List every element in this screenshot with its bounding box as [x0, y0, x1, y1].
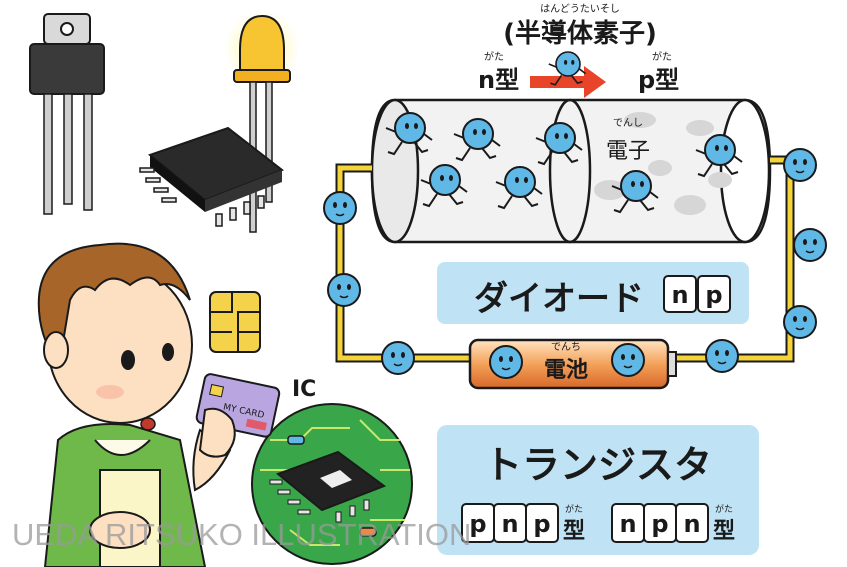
boy-character-icon: MY CARD [37, 242, 281, 567]
diode-title: ダイオード [474, 279, 644, 319]
p-type-label: p型 [638, 66, 679, 94]
svg-text:n: n [683, 510, 700, 538]
electron-reading: でんし [613, 117, 643, 129]
battery-label: 電池 [544, 358, 588, 383]
ic-board-icon [251, 403, 413, 565]
transistor-title: トランジスタ [484, 443, 712, 487]
electron-label: 電子 [606, 139, 650, 164]
svg-text:n: n [501, 510, 518, 538]
battery-icon: でんち 電池 [468, 338, 677, 390]
svg-text:n: n [619, 510, 636, 538]
title-block: はんどうたいそし (半導体素子) [503, 3, 657, 49]
page-title: (半導体素子) [503, 18, 657, 49]
svg-text:p: p [533, 510, 550, 538]
svg-text:p: p [469, 510, 486, 538]
diode-letter-n: n [663, 275, 697, 313]
npn-reading: がた [715, 503, 733, 515]
transistor-component-icon [29, 13, 105, 215]
pnp-group: p n p がた 型 [461, 503, 585, 544]
n-type-reading: がた [484, 50, 504, 63]
chip-icon [139, 126, 285, 227]
battery-reading: でんち [551, 341, 581, 353]
diode-letter-p: p [697, 275, 731, 313]
semiconductor-diagram [370, 98, 772, 244]
n-type-label: n型 [478, 66, 519, 94]
svg-text:p: p [705, 281, 722, 309]
p-type-reading: がた [652, 50, 672, 63]
transistor-panel: トランジスタ p n p がた 型 n p n がた 型 [437, 425, 759, 555]
svg-text:n: n [671, 281, 688, 309]
pnp-reading: がた [565, 503, 583, 515]
sim-chip-icon [209, 291, 261, 353]
diode-panel: ダイオード n p [437, 262, 749, 324]
svg-text:p: p [651, 510, 668, 538]
watermark-text: UEDA RITSUKO ILLUSTRATION [12, 517, 472, 552]
pnp-suffix: 型 [563, 519, 585, 544]
ic-label: IC [292, 377, 316, 402]
npn-suffix: 型 [713, 519, 735, 544]
arrow-icon [530, 51, 606, 98]
npn-group: n p n がた 型 [611, 503, 735, 544]
title-reading: はんどうたいそし [540, 3, 620, 15]
